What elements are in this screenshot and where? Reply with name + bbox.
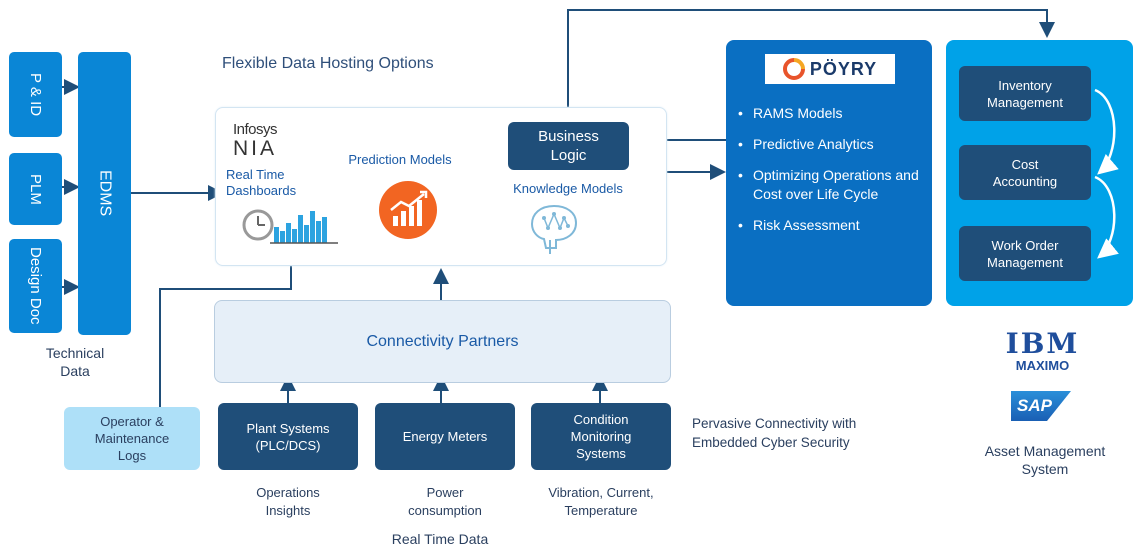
pervasive-connectivity-label: Pervasive Connectivity with Embedded Cyb…: [692, 416, 857, 450]
technical-item-pid: P & ID: [9, 52, 62, 137]
poyry-logo: PÖYRY: [765, 54, 895, 84]
connectivity-panel: Connectivity Partners: [214, 300, 671, 383]
real-time-data-label: Real Time Data: [391, 531, 489, 547]
bullet-item: •Predictive Analytics: [738, 136, 874, 152]
technical-item-plm: PLM: [9, 153, 62, 225]
infosys-logo-text: Infosys: [233, 121, 278, 138]
poyry-logo-text: PÖYRY: [809, 58, 878, 79]
poyry-bullets: •RAMS Models •Predictive Analytics •Opti…: [738, 104, 920, 235]
infosys-logo: Infosys NIA: [233, 120, 293, 160]
bullet-item: •RAMS Models: [738, 105, 843, 121]
connectivity-title: Connectivity Partners: [366, 332, 519, 350]
caption-operations-insights: Operations Insights: [256, 485, 320, 518]
knowledge-models-label: Knowledge Models: [513, 181, 623, 196]
ibm-logo-text: IBM: [1005, 327, 1080, 360]
brain-icon: [530, 204, 578, 254]
poyry-swirl-icon: [782, 58, 805, 80]
prediction-chart-icon: [379, 181, 437, 239]
hosting-title: Flexible Data Hosting Options: [222, 55, 434, 72]
edms-box: EDMS: [78, 52, 131, 335]
maximo-logo-text: MAXIMO: [1015, 358, 1070, 373]
technical-data-label: Technical Data: [45, 345, 105, 379]
source-energy-meters: Energy Meters: [375, 403, 515, 470]
poyry-panel: [726, 40, 932, 306]
infosys-nia-text: NIA: [233, 137, 278, 160]
cost-accounting-box: Cost Accounting: [959, 145, 1091, 200]
inventory-management-box: Inventory Management: [959, 66, 1091, 121]
business-logic-box: Business Logic: [508, 122, 629, 170]
ibm-maximo-logo: IBM MAXIMO: [1005, 327, 1080, 374]
sap-logo-text: SAP: [1017, 396, 1052, 415]
technical-item-design-doc: Design Doc: [9, 239, 62, 333]
bullet-item: •Optimizing Operations and Cost over Lif…: [738, 167, 919, 202]
source-condition-monitoring: Condition Monitoring Systems: [531, 403, 671, 470]
realtime-dashboards-label: Real Time Dashboards: [226, 167, 297, 198]
bullet-item: •Risk Assessment: [738, 217, 860, 233]
source-plant-systems: Plant Systems (PLC/DCS): [218, 403, 358, 470]
asset-management-label: Asset Management System: [984, 443, 1106, 477]
work-order-management-box: Work Order Management: [959, 226, 1091, 281]
caption-power-consumption: Power consumption: [408, 485, 482, 518]
prediction-models-label: Prediction Models: [348, 152, 452, 167]
dashboard-icon: [242, 209, 338, 244]
operator-logs-box: Operator & Maintenance Logs: [64, 407, 200, 470]
caption-vibration: Vibration, Current, Temperature: [548, 485, 654, 518]
asset-flow-arrows: [1094, 88, 1119, 259]
